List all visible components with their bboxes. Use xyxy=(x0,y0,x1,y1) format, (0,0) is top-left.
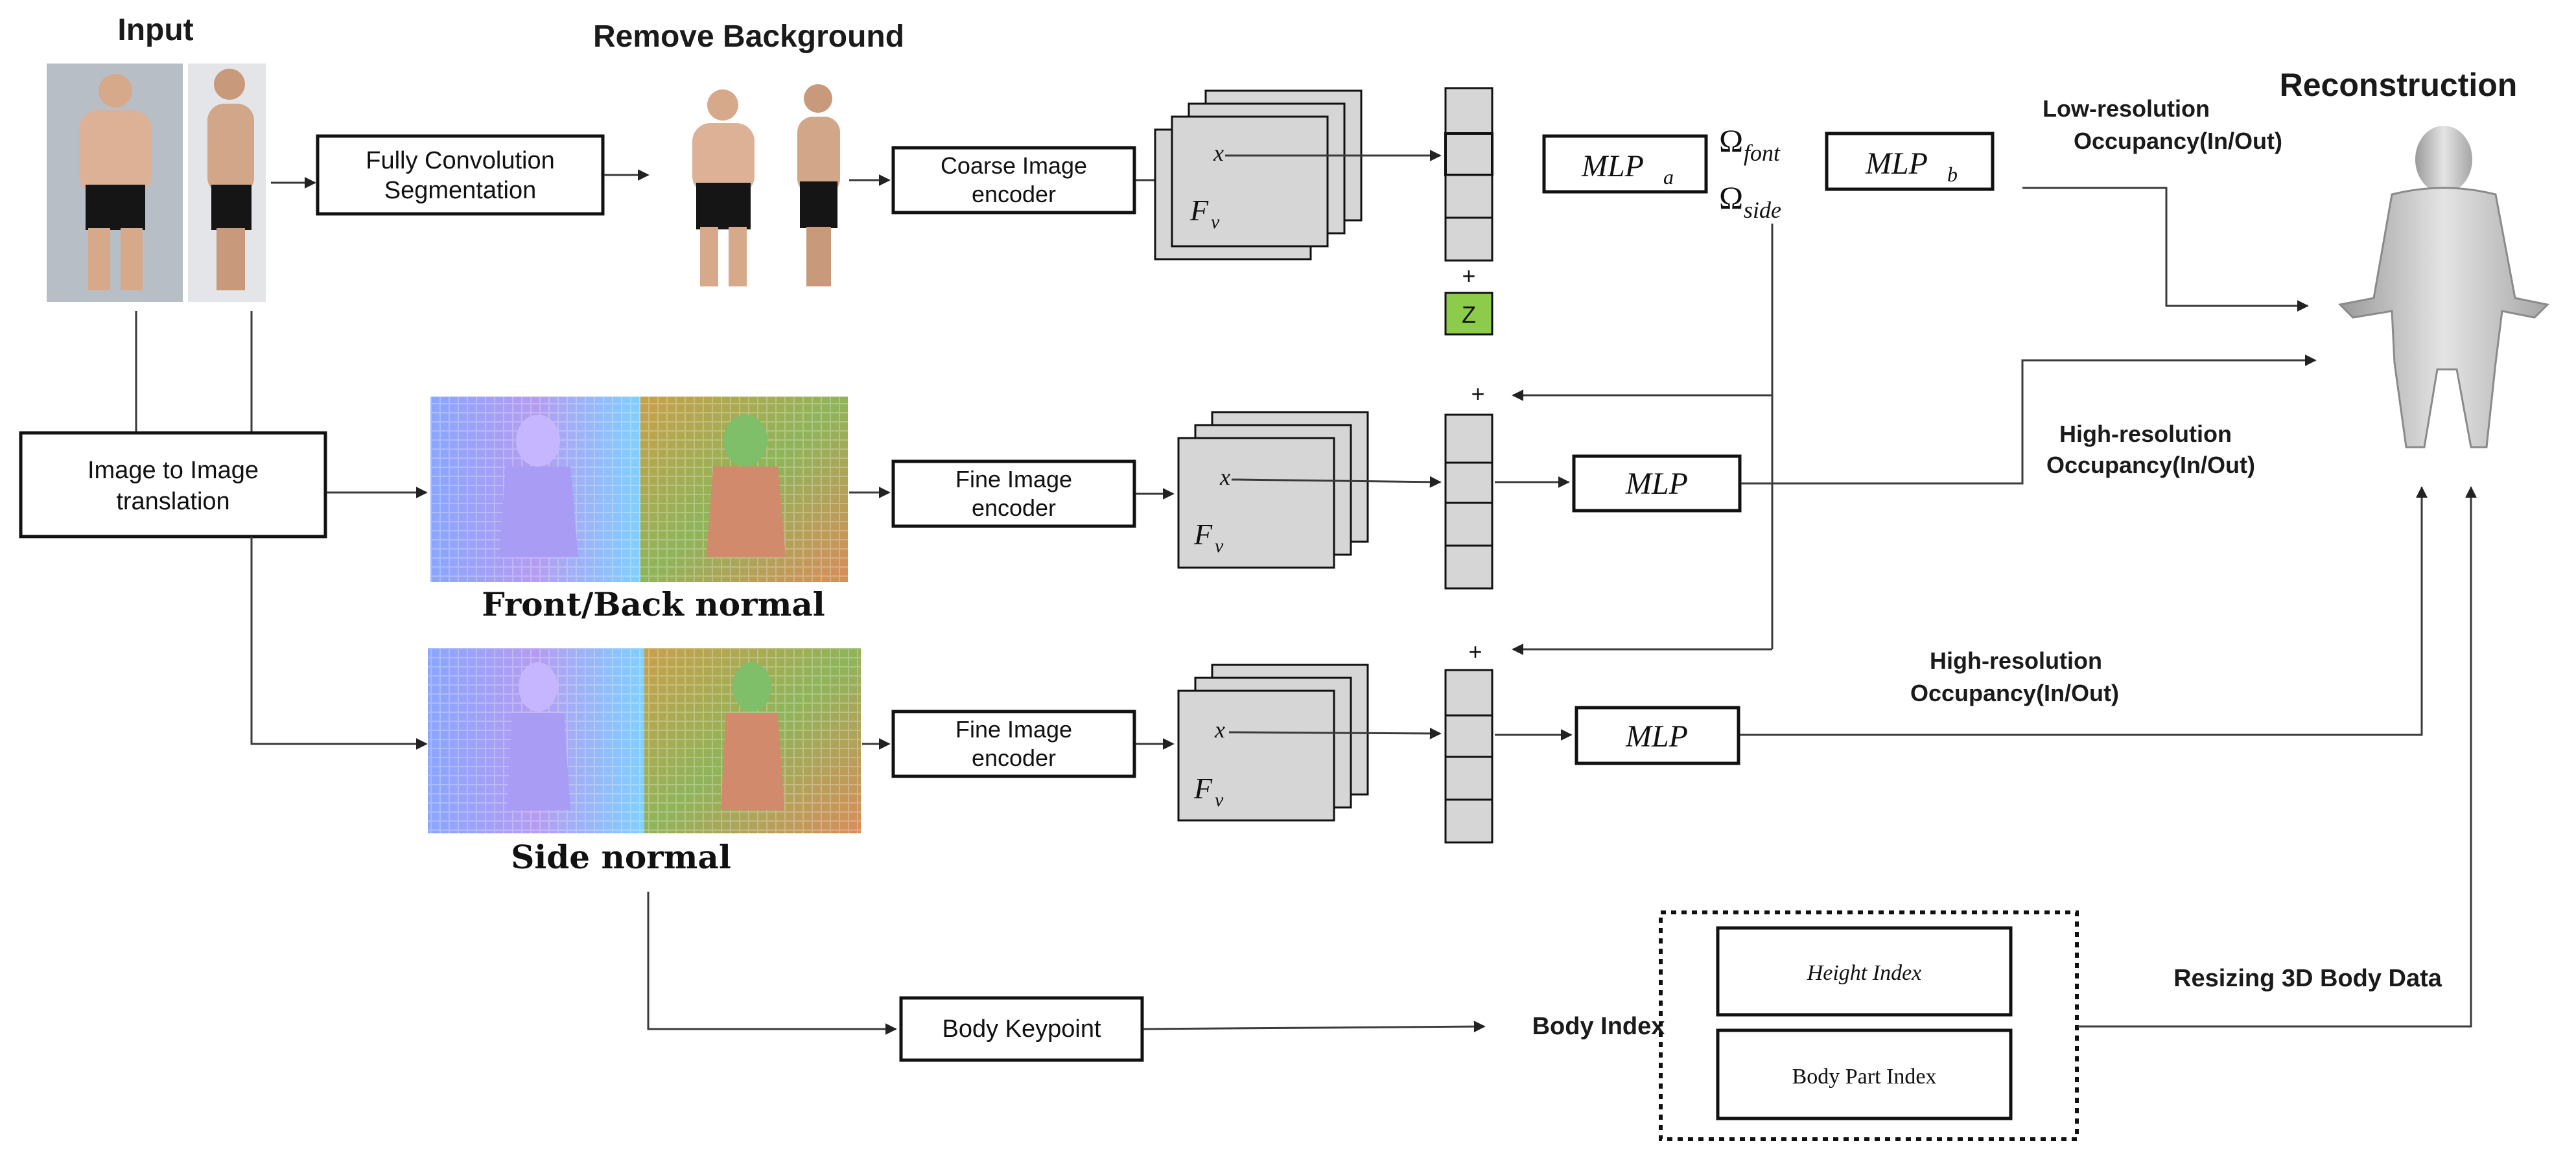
plus-fine-a: + xyxy=(1471,380,1484,407)
i2i-text-1: Image to Image xyxy=(88,457,259,484)
feature-stack-coarse: x F v xyxy=(1154,89,1363,261)
x-fine-b: x xyxy=(1214,717,1225,743)
body-index-group: Height Index Body Part Index xyxy=(1659,910,2079,1141)
fcs-text-2: Segmentation xyxy=(384,177,537,204)
body-keypoint-box: Body Keypoint xyxy=(899,996,1144,1062)
mlp-a-text: MLP xyxy=(1581,149,1644,183)
fine-b-text-1: Fine Image xyxy=(955,716,1072,743)
fv-fine-a: F xyxy=(1193,518,1213,551)
front-back-normal-label: Front/Back normal xyxy=(482,585,825,623)
high-res-a-label-1: High-resolution xyxy=(2059,421,2232,447)
mlp-1-text: MLP xyxy=(1625,467,1688,501)
fine-b-text-2: encoder xyxy=(972,745,1056,771)
input-photo-side xyxy=(188,64,266,302)
low-res-label-2: Occupancy(In/Out) xyxy=(2074,128,2282,154)
high-res-b-label-1: High-resolution xyxy=(1930,647,2102,674)
remove-background-label: Remove Background xyxy=(593,19,904,54)
segmented-figures xyxy=(692,84,840,286)
fv-coarse: F xyxy=(1189,194,1209,227)
high-res-b-label-2: Occupancy(In/Out) xyxy=(1910,680,2119,706)
plus-coarse: + xyxy=(1462,262,1475,289)
height-index-text: Height Index xyxy=(1807,961,1922,985)
mlp-box-1: MLP xyxy=(1572,454,1742,513)
side-normal-label: Side normal xyxy=(511,838,731,876)
feature-vector-fine-b: + xyxy=(1444,638,1493,844)
input-photo-front xyxy=(47,64,183,302)
x-coarse: x xyxy=(1213,140,1224,166)
body-index-label: Body Index xyxy=(1532,1013,1665,1040)
x-fine-a: x xyxy=(1219,464,1230,490)
omega-font: Ω xyxy=(1719,122,1743,159)
mlp-a-sub: a xyxy=(1663,165,1674,189)
low-res-label-1: Low-resolution xyxy=(2043,95,2210,122)
i2i-text-2: translation xyxy=(116,488,229,515)
fv-fine-b: F xyxy=(1193,772,1213,805)
feature-vector-fine-a: + xyxy=(1444,380,1493,590)
coarse-text-1: Coarse Image xyxy=(941,152,1087,179)
mlp-b-box: MLP b xyxy=(1825,132,1995,191)
fine-a-text-1: Fine Image xyxy=(955,466,1072,492)
fv-coarse-sub: v xyxy=(1211,211,1220,233)
omega-side-sub: side xyxy=(1744,197,1781,223)
mlp-2-text: MLP xyxy=(1625,719,1688,754)
mlp-b-text: MLP xyxy=(1865,146,1928,181)
reconstruction-label: Reconstruction xyxy=(2280,67,2518,103)
mlp-a-box: MLP a xyxy=(1542,134,1708,194)
feature-stack-fine-b: x F v xyxy=(1177,664,1369,822)
fine-encoder-a-box: Fine Image encoder xyxy=(891,459,1136,528)
high-res-a-label-2: Occupancy(In/Out) xyxy=(2046,452,2255,478)
feature-vector-coarse: + Z xyxy=(1444,87,1493,336)
i2i-box: Image to Image translation xyxy=(19,431,327,538)
mlp-b-sub: b xyxy=(1947,163,1958,186)
resizing-label: Resizing 3D Body Data xyxy=(2173,965,2442,992)
mlp-box-2: MLP xyxy=(1575,706,1740,765)
reconstructed-body xyxy=(2337,126,2550,448)
coarse-text-2: encoder xyxy=(972,181,1056,207)
coarse-encoder-box: Coarse Image encoder xyxy=(891,146,1136,214)
front-back-normal-image xyxy=(430,397,848,582)
z-label: Z xyxy=(1462,301,1476,328)
omega-side: Ω xyxy=(1719,179,1743,216)
fine-encoder-b-box: Fine Image encoder xyxy=(891,710,1136,778)
fv-fine-b-sub: v xyxy=(1215,789,1224,811)
feature-stack-fine-a: x F v xyxy=(1177,411,1369,569)
fcs-text-1: Fully Convolution xyxy=(366,147,554,174)
fv-fine-a-sub: v xyxy=(1215,535,1224,557)
plus-fine-b: + xyxy=(1468,638,1482,665)
fcs-box: Fully Convolution Segmentation xyxy=(316,134,605,216)
omega-font-sub: font xyxy=(1744,140,1781,166)
body-keypoint-text: Body Keypoint xyxy=(942,1015,1101,1043)
body-part-index-text: Body Part Index xyxy=(1792,1065,1937,1089)
side-normal-image xyxy=(428,648,861,833)
input-label: Input xyxy=(117,13,193,47)
fine-a-text-2: encoder xyxy=(972,494,1056,521)
